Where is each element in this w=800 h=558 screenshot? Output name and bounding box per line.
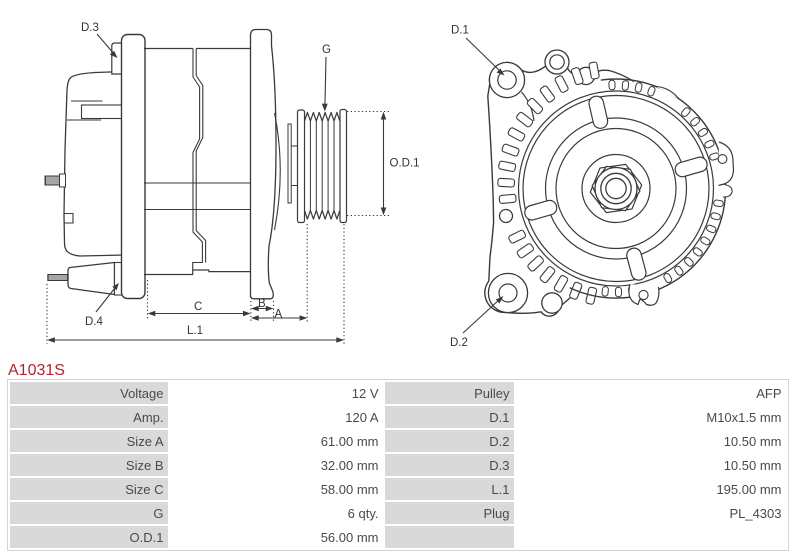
svg-text:B: B	[258, 298, 266, 310]
svg-text:C: C	[194, 301, 202, 313]
svg-text:D.1: D.1	[451, 25, 469, 37]
svg-text:G: G	[322, 44, 331, 56]
svg-text:D.3: D.3	[81, 22, 99, 34]
svg-text:L.1: L.1	[187, 325, 203, 337]
svg-text:D.4: D.4	[85, 316, 104, 328]
svg-text:D.2: D.2	[450, 337, 468, 349]
svg-text:A: A	[275, 309, 283, 321]
svg-text:O.D.1: O.D.1	[390, 158, 420, 170]
